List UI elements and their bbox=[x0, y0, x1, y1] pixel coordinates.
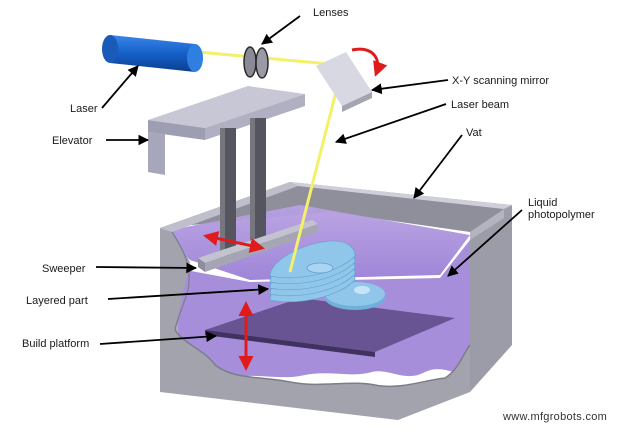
label-laser-beam: Laser beam bbox=[451, 99, 509, 111]
elevator-top-front bbox=[148, 120, 205, 140]
laser-assembly bbox=[102, 35, 388, 273]
build-platform bbox=[205, 298, 455, 352]
watermark: www.mfgrobots.com bbox=[502, 411, 607, 423]
leader-lines bbox=[95, 15, 523, 345]
vat-right-wall bbox=[470, 205, 512, 392]
vat-left-tear bbox=[171, 231, 190, 331]
vat-right-inner bbox=[470, 209, 504, 240]
label-layered-part: Layered part bbox=[26, 295, 88, 307]
label-photopolymer: photopolymer bbox=[528, 209, 595, 221]
label-lenses: Lenses bbox=[313, 7, 349, 19]
label-sweeper: Sweeper bbox=[42, 263, 86, 275]
xy-scanning-mirror bbox=[316, 52, 372, 112]
vat-front-wall bbox=[160, 228, 470, 420]
label-laser: Laser bbox=[70, 103, 98, 115]
elevator-front-plate bbox=[148, 132, 165, 175]
laser-body bbox=[102, 35, 203, 72]
label-build-platform: Build platform bbox=[22, 338, 89, 350]
lenses bbox=[243, 46, 269, 79]
elevator-top bbox=[148, 86, 305, 128]
mirror-rotation-arrow bbox=[351, 47, 388, 77]
vat-rim-back bbox=[290, 182, 512, 209]
sweeper-motion-arrow bbox=[203, 231, 265, 253]
label-elevator: Elevator bbox=[52, 135, 93, 147]
label-liquid: Liquid bbox=[528, 197, 557, 209]
label-vat: Vat bbox=[466, 127, 482, 139]
laser-beam bbox=[288, 83, 340, 273]
label-xy-mirror: X-Y scanning mirror bbox=[452, 75, 549, 87]
vat-tear-edge bbox=[174, 329, 471, 388]
liquid-surface bbox=[160, 205, 470, 280]
